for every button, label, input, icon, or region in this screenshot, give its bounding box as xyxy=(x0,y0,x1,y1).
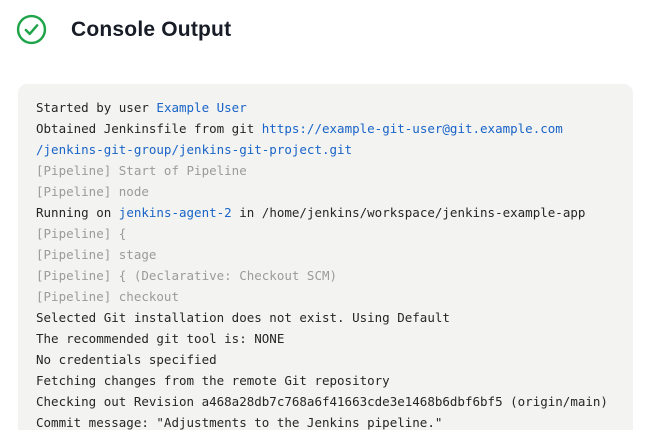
log-text: Running on xyxy=(36,205,119,220)
console-line: Fetching changes from the remote Git rep… xyxy=(36,370,615,391)
console-line: Commit message: "Adjustments to the Jenk… xyxy=(36,412,615,430)
page-title: Console Output xyxy=(71,17,232,41)
pipeline-log-text: [Pipeline] stage xyxy=(36,247,157,262)
console-line: The recommended git tool is: NONE xyxy=(36,328,615,349)
log-text: Selected Git installation does not exist… xyxy=(36,310,450,325)
console-line: Obtained Jenkinsfile from git https://ex… xyxy=(36,118,615,139)
console-line: Selected Git installation does not exist… xyxy=(36,307,615,328)
console-line: [Pipeline] Start of Pipeline xyxy=(36,160,615,181)
console-link[interactable]: https://example-git-user@git.example.com xyxy=(261,121,563,136)
page-header: Console Output xyxy=(16,14,231,45)
pipeline-log-text: [Pipeline] { xyxy=(36,226,127,241)
log-text: Commit message: "Adjustments to the Jenk… xyxy=(36,415,443,430)
console-line: /jenkins-git-group/jenkins-git-project.g… xyxy=(36,139,615,160)
console-line: [Pipeline] { (Declarative: Checkout SCM) xyxy=(36,265,615,286)
log-text: in /home/jenkins/workspace/jenkins-examp… xyxy=(231,205,586,220)
console-line: Running on jenkins-agent-2 in /home/jenk… xyxy=(36,202,615,223)
console-line: No credentials specified xyxy=(36,349,615,370)
log-text: Obtained Jenkinsfile from git xyxy=(36,121,262,136)
console-link[interactable]: Example User xyxy=(156,100,247,115)
console-line: [Pipeline] { xyxy=(36,223,615,244)
console-line: Started by user Example User xyxy=(36,97,615,118)
log-text: No credentials specified xyxy=(36,352,217,367)
log-text: Fetching changes from the remote Git rep… xyxy=(36,373,390,388)
console-line: [Pipeline] node xyxy=(36,181,615,202)
console-link[interactable]: /jenkins-git-group/jenkins-git-project.g… xyxy=(36,142,353,157)
console-line: [Pipeline] checkout xyxy=(36,286,615,307)
log-text: Checking out Revision a468a28db7c768a6f4… xyxy=(36,394,608,409)
log-text: Started by user xyxy=(36,100,157,115)
log-text: The recommended git tool is: NONE xyxy=(36,331,285,346)
pipeline-log-text: [Pipeline] checkout xyxy=(36,289,179,304)
console-line: [Pipeline] stage xyxy=(36,244,615,265)
check-circle-icon xyxy=(16,14,47,45)
console-link[interactable]: jenkins-agent-2 xyxy=(118,205,232,220)
pipeline-log-text: [Pipeline] { (Declarative: Checkout SCM) xyxy=(36,268,338,283)
pipeline-log-text: [Pipeline] Start of Pipeline xyxy=(36,163,247,178)
console-line: Checking out Revision a468a28db7c768a6f4… xyxy=(36,391,615,412)
pipeline-log-text: [Pipeline] node xyxy=(36,184,149,199)
